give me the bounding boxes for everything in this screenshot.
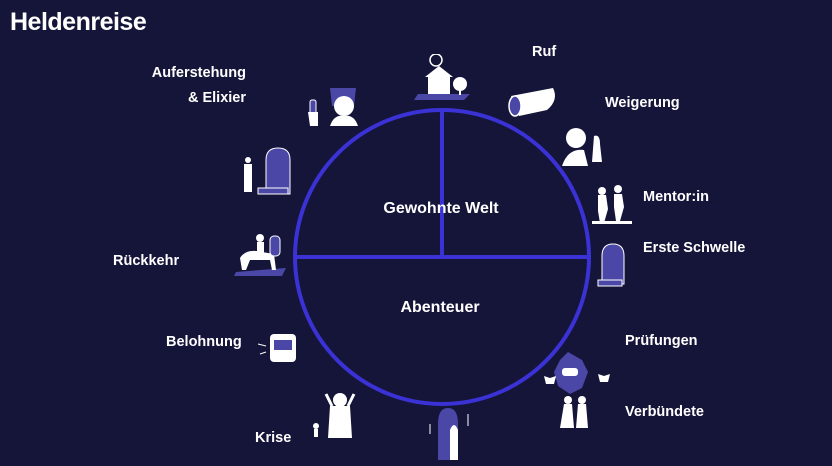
stage-belohnung: Belohnung — [166, 334, 242, 350]
elixir-resurrection-icon — [308, 88, 358, 126]
stage-ruf: Ruf — [532, 44, 557, 60]
mentor-icon — [592, 185, 632, 224]
horn-icon — [508, 88, 555, 117]
stage-auferstehung: Auferstehung — [151, 65, 246, 81]
stage-rueckkehr: Rückkehr — [113, 253, 180, 269]
hero-return-door-icon — [244, 147, 291, 195]
stage-pruefungen: Prüfungen — [625, 333, 698, 349]
stage-erste-schwelle: Erste Schwelle — [643, 240, 746, 256]
cave-entrance-icon — [429, 408, 469, 460]
threshold-door-icon — [597, 243, 625, 287]
stage-krise: Krise — [255, 430, 292, 446]
label-gewohnte-welt: Gewohnte Welt — [383, 200, 499, 217]
allies-icon — [544, 352, 610, 428]
label-abenteuer: Abenteuer — [400, 299, 480, 316]
stage-mentor: Mentor:in — [643, 189, 710, 205]
stage-verbuendete: Verbündete — [625, 404, 704, 420]
rider-return-icon — [234, 234, 286, 276]
stage-elixier: & Elixier — [187, 90, 246, 106]
refusing-person-icon — [562, 128, 602, 166]
treasure-chest-icon — [257, 334, 296, 362]
monster-crisis-icon — [313, 393, 356, 438]
home-icon — [414, 54, 470, 100]
stage-weigerung: Weigerung — [605, 95, 680, 111]
page-title: Heldenreise — [10, 8, 147, 36]
